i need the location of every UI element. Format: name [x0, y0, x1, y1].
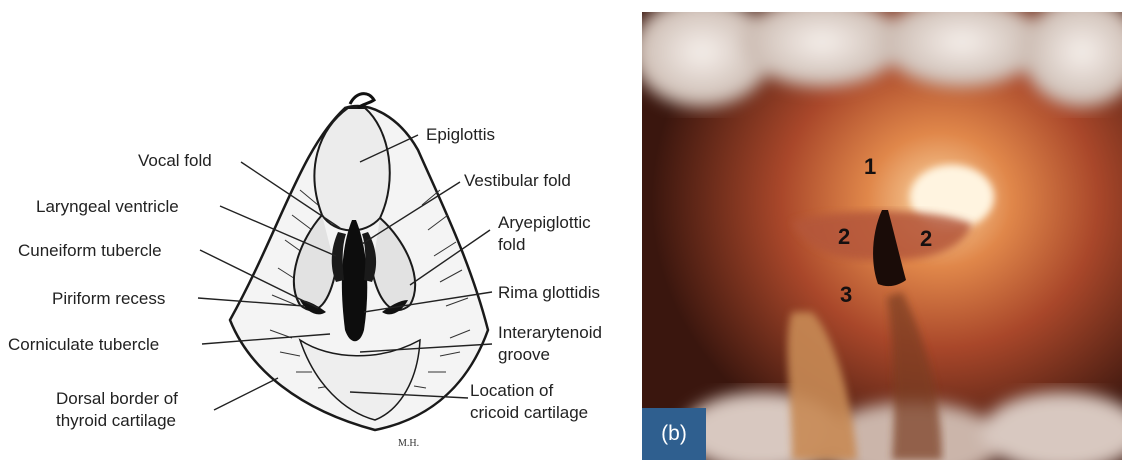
endoscopic-photo: 1 2 2 3 (b)	[642, 12, 1122, 460]
label-corniculate-tubercle: Corniculate tubercle	[8, 335, 159, 354]
label-epiglottis: Epiglottis	[426, 125, 495, 144]
epiglottis-shape	[314, 108, 389, 230]
label-piriform-recess: Piriform recess	[52, 289, 165, 308]
larynx-diagram: Epiglottis Vocal fold Vestibular fold La…	[0, 0, 640, 462]
label-aryepiglottic-line1: Aryepiglottic	[498, 213, 591, 232]
label-vocal-fold: Vocal fold	[138, 151, 212, 170]
label-dorsal-border-line1: Dorsal border of	[56, 389, 178, 408]
label-interarytenoid-line1: Interarytenoid	[498, 323, 602, 342]
marker-2-right: 2	[920, 226, 932, 251]
label-rima-glottidis: Rima glottidis	[498, 283, 600, 302]
panel-label-badge: (b)	[642, 408, 706, 460]
label-cricoid-line1: Location of	[470, 381, 553, 400]
label-vestibular-fold: Vestibular fold	[464, 171, 571, 190]
label-interarytenoid-line2: groove	[498, 345, 550, 364]
label-dorsal-border-line2: thyroid cartilage	[56, 411, 176, 430]
artist-signature: M.H.	[398, 438, 419, 449]
label-cuneiform-tubercle: Cuneiform tubercle	[18, 241, 162, 260]
marker-2-left: 2	[838, 224, 850, 249]
label-cricoid-line2: cricoid cartilage	[470, 403, 588, 422]
label-aryepiglottic-line2: fold	[498, 235, 525, 254]
label-laryngeal-ventricle: Laryngeal ventricle	[36, 197, 179, 216]
photo-image: 1 2 2 3	[642, 12, 1122, 460]
marker-3: 3	[840, 282, 852, 307]
marker-1: 1	[864, 154, 876, 179]
